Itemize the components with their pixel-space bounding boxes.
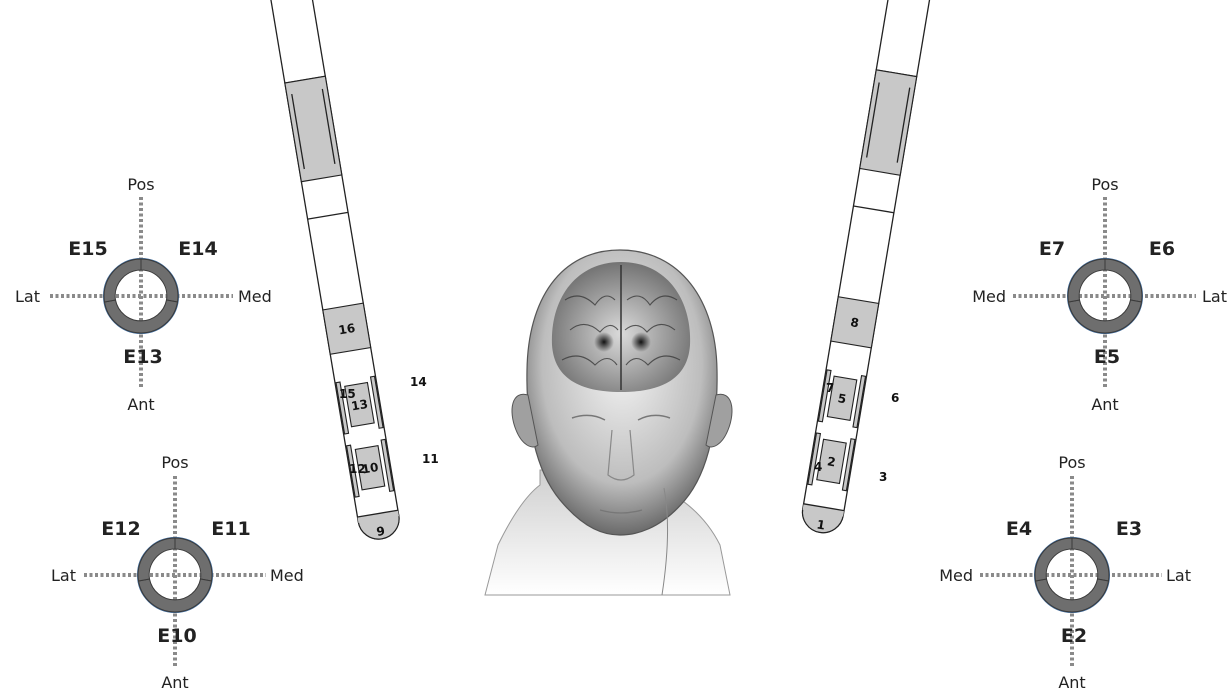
label-medial: Med xyxy=(270,566,304,585)
left-lead-contact-12: 12 xyxy=(349,462,366,476)
ring-upper-left: Pos Ant Lat Med E15 E14 E13 xyxy=(15,175,272,414)
ring-upper-right: Pos Ant Med Lat E7 E6 E5 xyxy=(972,175,1227,414)
ring-label-e6: E6 xyxy=(1149,238,1175,260)
ring-label-e11: E11 xyxy=(211,518,250,540)
ring-lower-right: Pos Ant Med Lat E4 E3 E2 xyxy=(939,453,1191,692)
ring-label-e5: E5 xyxy=(1094,346,1120,368)
label-posterior: Pos xyxy=(127,175,154,194)
label-lateral: Lat xyxy=(15,287,40,306)
label-lateral: Lat xyxy=(51,566,76,585)
ring-label-e3: E3 xyxy=(1116,518,1142,540)
right-lead-contact-4: 4 xyxy=(814,460,822,474)
label-posterior: Pos xyxy=(1058,453,1085,472)
ring-lower-left: Pos Ant Lat Med E12 E11 E10 xyxy=(51,453,304,692)
right-lead-contact-6: 6 xyxy=(891,391,899,405)
left-lead-contact-11: 11 xyxy=(422,452,439,466)
label-medial: Med xyxy=(972,287,1006,306)
ring-label-e4: E4 xyxy=(1006,518,1032,540)
left-lead-contact-15: 15 xyxy=(339,387,356,401)
ring-label-e10: E10 xyxy=(157,625,196,647)
right-lead-contact-7: 7 xyxy=(826,381,834,395)
label-anterior: Ant xyxy=(127,395,154,414)
left-lead-contact-14: 14 xyxy=(410,375,427,389)
label-posterior: Pos xyxy=(161,453,188,472)
ring-label-e15: E15 xyxy=(68,238,107,260)
left-lead: 16 13 10 9 xyxy=(270,0,402,542)
label-anterior: Ant xyxy=(1058,673,1085,692)
ring-label-e2: E2 xyxy=(1061,625,1087,647)
label-medial: Med xyxy=(238,287,272,306)
label-posterior: Pos xyxy=(1091,175,1118,194)
label-anterior: Ant xyxy=(1091,395,1118,414)
label-lateral: Lat xyxy=(1166,566,1191,585)
ring-label-e13: E13 xyxy=(123,346,162,368)
ring-label-e12: E12 xyxy=(101,518,140,540)
ring-label-e14: E14 xyxy=(178,238,217,260)
right-lead-contact-3: 3 xyxy=(879,470,887,484)
head-illustration xyxy=(485,250,732,595)
label-anterior: Ant xyxy=(161,673,188,692)
ring-label-e7: E7 xyxy=(1039,238,1065,260)
right-lead: 8 5 2 1 xyxy=(799,0,931,536)
left-lead-contact-16: 16 xyxy=(337,321,356,338)
label-lateral: Lat xyxy=(1202,287,1227,306)
label-medial: Med xyxy=(939,566,973,585)
